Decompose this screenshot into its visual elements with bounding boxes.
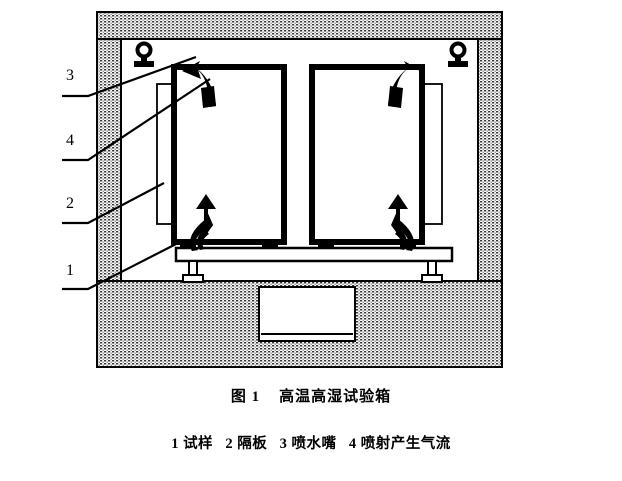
floor-access-opening (258, 286, 356, 342)
leader-line-2 (62, 182, 165, 225)
callout-number-1: 1 (66, 262, 74, 279)
chamber-wall-right (477, 38, 503, 282)
specimen-box-left (171, 64, 287, 249)
leader-line-4 (62, 78, 211, 162)
callout-number-2: 2 (66, 195, 74, 212)
chamber-wall-group (96, 11, 503, 368)
support-platform (174, 246, 454, 283)
spray-nozzle-left (134, 41, 154, 67)
airflow-arrow-left-bottom (189, 194, 216, 251)
airflow-arrow-left-top (182, 61, 216, 108)
airflow-arrow-right-bottom (388, 194, 415, 251)
figure-legend: 1 试样 2 隔板 3 喷水嘴 4 喷射产生气流 (171, 436, 451, 452)
airflow-arrow-right-top (388, 61, 422, 108)
chamber-wall-left (96, 38, 122, 282)
figure-caption: 图 1 高温高湿试验箱 (230, 389, 392, 405)
spray-nozzle-right (448, 41, 468, 67)
callout-number-3: 3 (66, 67, 74, 84)
callout-number-4: 4 (66, 132, 74, 149)
callout-leaders (62, 55, 211, 291)
leader-line-1 (62, 241, 181, 291)
specimen-box-right (309, 64, 425, 249)
chamber-wall-top (96, 11, 503, 40)
leader-line-3 (62, 55, 197, 98)
